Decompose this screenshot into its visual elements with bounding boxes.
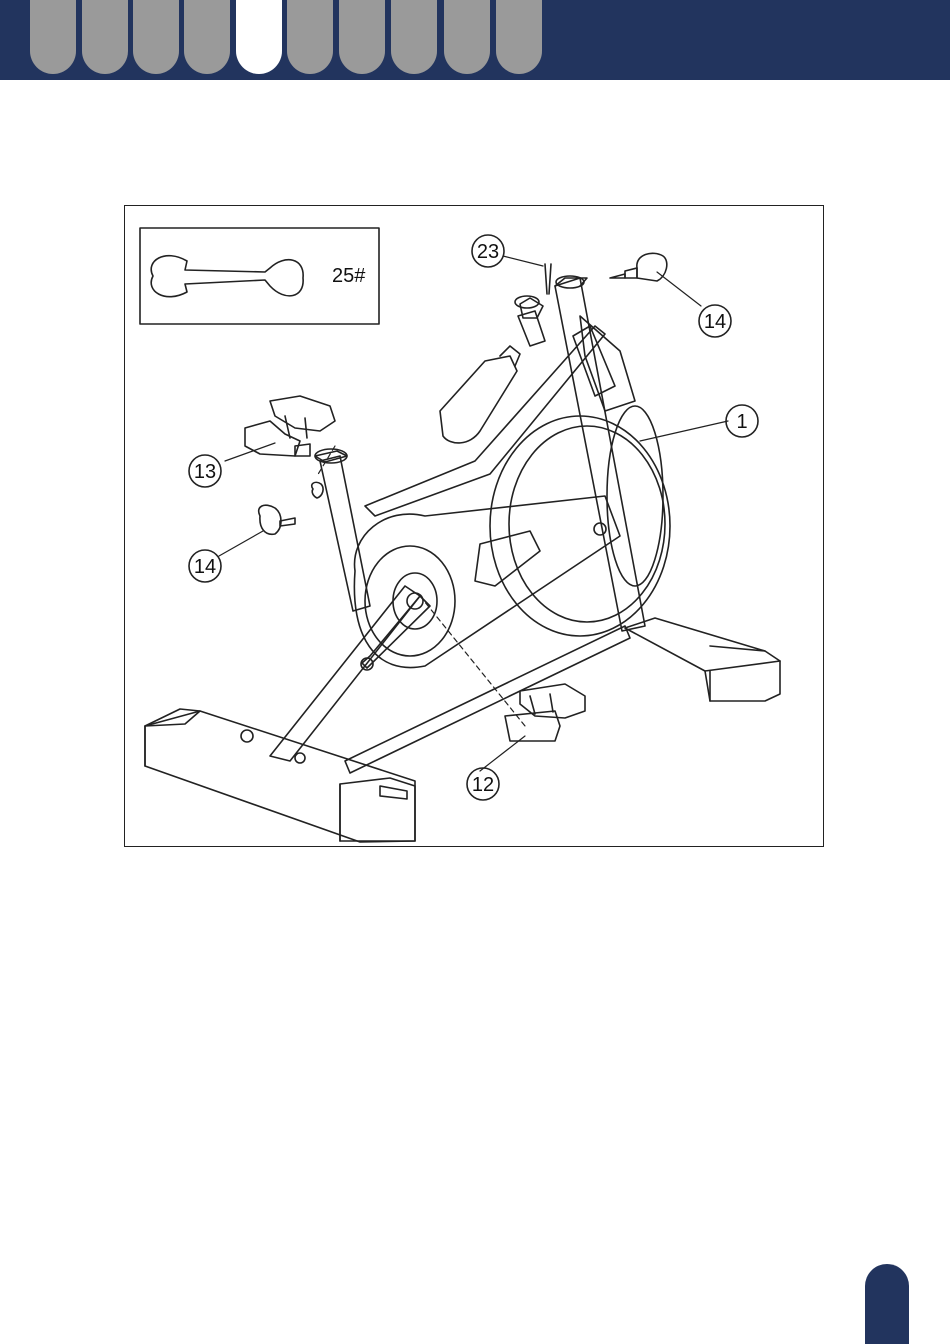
section-tab-10[interactable] [496, 0, 542, 74]
seat-post-parts [515, 264, 551, 346]
callout-label-13: 13 [194, 461, 216, 483]
section-tab-5-active[interactable] [236, 0, 282, 74]
handlebar-icon [245, 396, 335, 456]
knob-left-icon [259, 482, 323, 534]
main-frame [270, 276, 645, 773]
tool-size-label: 25# [332, 265, 366, 287]
section-tab-8[interactable] [391, 0, 437, 74]
rear-base [625, 618, 780, 701]
exercise-bike-drawing: 25# 23 14 1 13 14 12 [125, 206, 825, 848]
section-tab-1[interactable] [30, 0, 76, 74]
callout-leaders [219, 256, 728, 771]
wrench-icon [151, 256, 303, 297]
callout-label-12: 12 [472, 774, 494, 796]
callout-label-1: 1 [736, 411, 747, 433]
callout-label-23: 23 [477, 241, 499, 263]
section-tab-9[interactable] [444, 0, 490, 74]
front-base [145, 709, 415, 842]
section-tab-3[interactable] [133, 0, 179, 74]
assembly-figure: 25# 23 14 1 13 14 12 [124, 205, 824, 847]
callout-label-14-top: 14 [704, 311, 726, 333]
section-tab-4[interactable] [184, 0, 230, 74]
page-number-tab [865, 1264, 909, 1344]
water-bottle [440, 346, 520, 443]
header-bar [0, 0, 950, 80]
section-tab-7[interactable] [339, 0, 385, 74]
section-tab-2[interactable] [82, 0, 128, 74]
knob-top-icon [610, 253, 667, 281]
callout-label-14-left: 14 [194, 556, 216, 578]
section-tab-6[interactable] [287, 0, 333, 74]
